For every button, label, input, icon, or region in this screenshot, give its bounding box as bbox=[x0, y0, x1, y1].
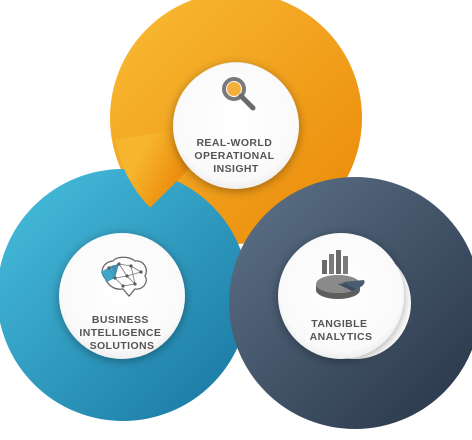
node-label: REAL-WORLD OPERATIONAL INSIGHT bbox=[194, 137, 277, 175]
navy-ring bbox=[229, 177, 472, 429]
magnifier-icon bbox=[222, 77, 256, 111]
brain-network-icon bbox=[101, 256, 147, 297]
node-label: BUSINESS INTELLIGENCE SOLUTIONS bbox=[79, 314, 164, 352]
node-circle bbox=[59, 233, 185, 359]
node-circle bbox=[173, 63, 299, 189]
orange-ring bbox=[110, 0, 362, 244]
node-business-intelligence: BUSINESS INTELLIGENCE SOLUTIONS bbox=[59, 233, 185, 359]
node-real-world: REAL-WORLD OPERATIONAL INSIGHT bbox=[173, 63, 299, 189]
orange-ring-overlap bbox=[115, 126, 201, 208]
pie-bar-chart-icon bbox=[316, 250, 365, 299]
teal-ring bbox=[0, 169, 249, 421]
node-tangible-analytics: TANGIBLE ANALYTICS bbox=[278, 233, 404, 359]
node-label: TANGIBLE ANALYTICS bbox=[310, 318, 373, 343]
